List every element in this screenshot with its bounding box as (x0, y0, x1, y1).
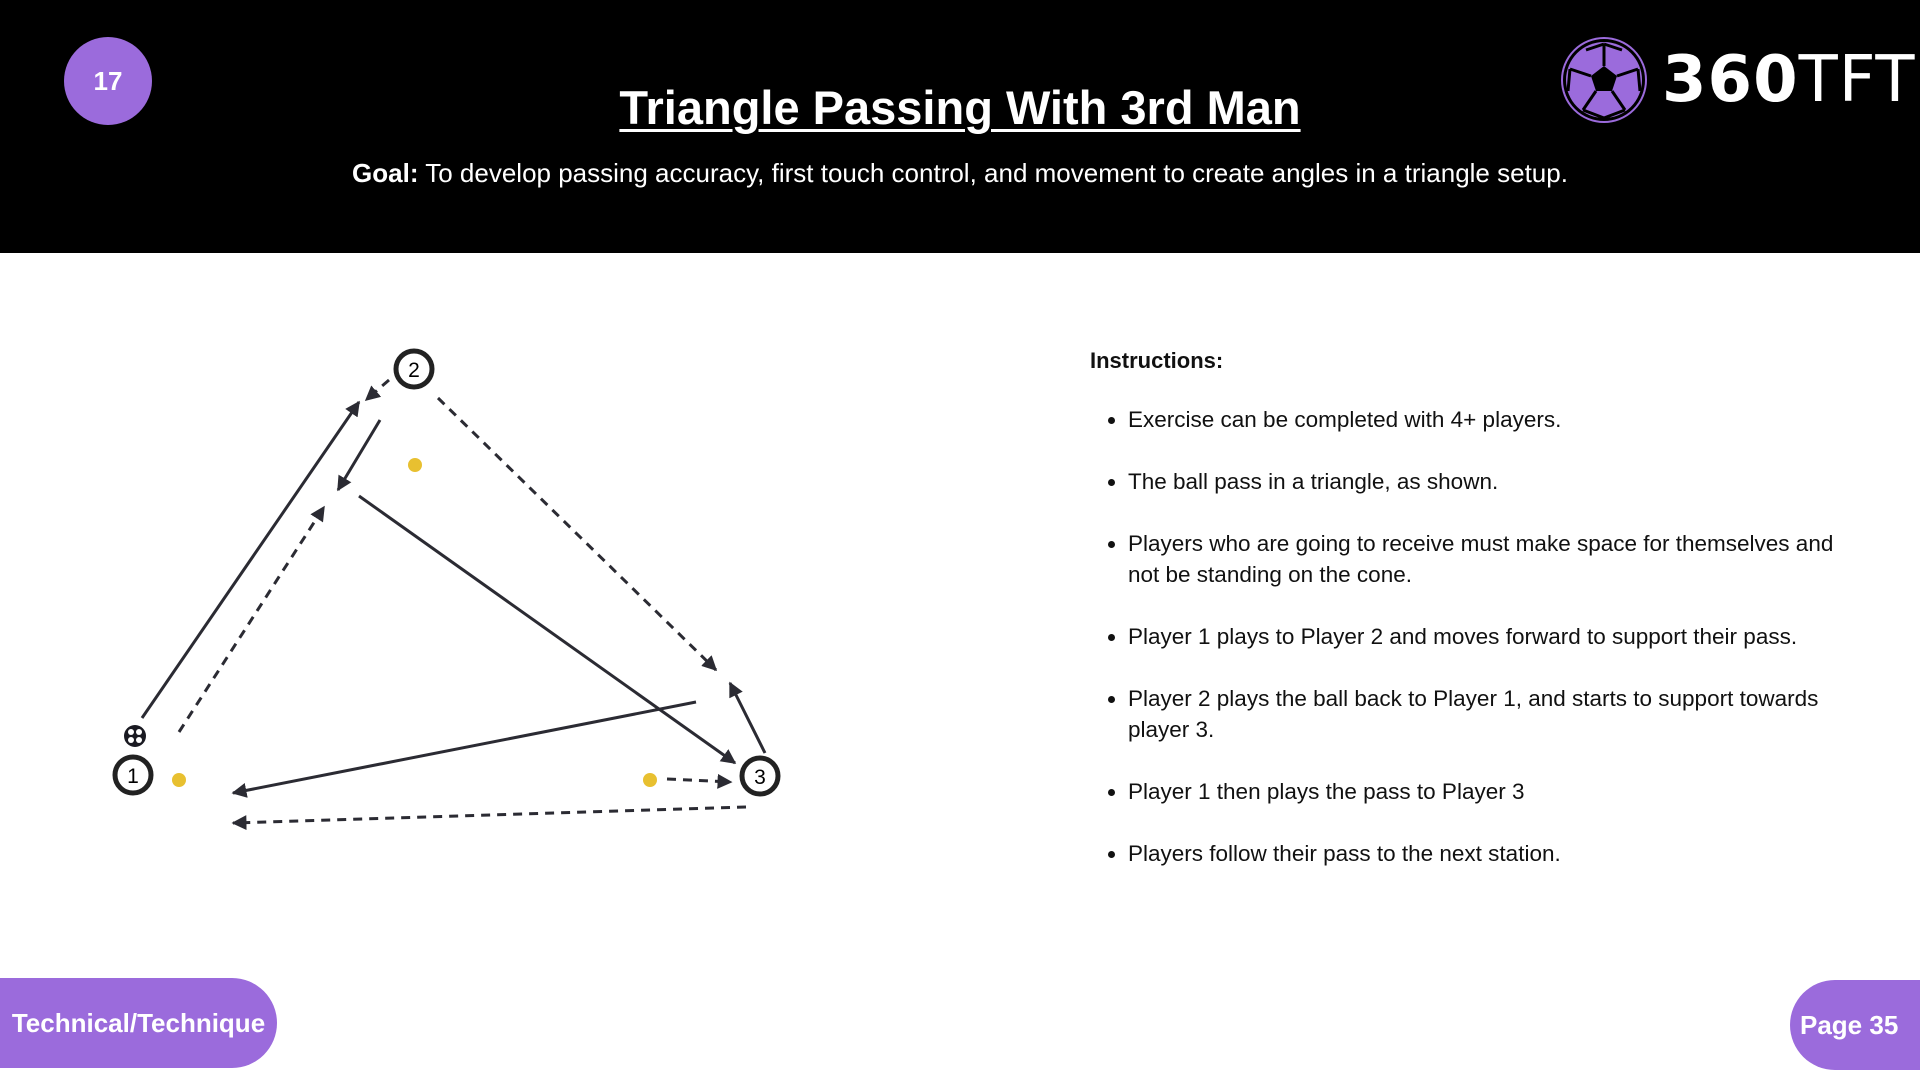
player-3-label: 3 (754, 766, 766, 789)
soccer-ball-icon (1561, 37, 1647, 123)
cone (408, 458, 422, 472)
pass-arrow-3-to-1 (231, 700, 697, 798)
pass-arrow-1-to-3 (358, 494, 737, 765)
header-bar: 17 Triangle Passing With 3rd Man Goal: T… (0, 0, 1920, 253)
player-1: 1 (112, 754, 154, 796)
move-arrow-1-forward (177, 505, 326, 733)
instructions-list: Exercise can be completed with 4+ player… (1090, 404, 1850, 869)
logo-text-light: TFT (1798, 43, 1916, 117)
page-number: Page 35 (1790, 980, 1920, 1070)
pass-arrow-2-to-1 (336, 419, 382, 492)
move-arrow-2 (364, 378, 390, 402)
list-item: Exercise can be completed with 4+ player… (1090, 404, 1850, 435)
list-item: Player 2 plays the ball back to Player 1… (1090, 683, 1850, 745)
player-2-label: 2 (408, 359, 420, 382)
cone (172, 773, 186, 787)
move-arrow-3-out (728, 681, 767, 754)
list-item: Players follow their pass to the next st… (1090, 838, 1850, 869)
pass-arrow-1-to-2 (140, 400, 361, 719)
player-3: 3 (739, 755, 781, 797)
goal-label: Goal: (352, 158, 419, 188)
player-2: 2 (393, 348, 435, 390)
logo: 360TFT (1560, 36, 1915, 124)
move-arrow-cone-to-3 (666, 773, 733, 789)
logo-text: 360TFT (1662, 43, 1915, 117)
session-number-badge: 17 (64, 37, 152, 125)
category-tag: Technical/Technique (0, 978, 277, 1068)
move-arrow-2-to-3 (436, 396, 718, 672)
instructions-heading: Instructions: (1090, 348, 1224, 373)
list-item: The ball pass in a triangle, as shown. (1090, 466, 1850, 497)
ball-icon (124, 725, 146, 747)
logo-text-bold: 360 (1662, 43, 1799, 117)
list-item: Player 1 then plays the pass to Player 3 (1090, 776, 1850, 807)
drill-diagram: 1 2 3 (112, 348, 781, 831)
page-title: Triangle Passing With 3rd Man (619, 81, 1301, 134)
cone (643, 773, 657, 787)
instructions-panel: Instructions: Exercise can be completed … (1090, 348, 1850, 900)
list-item: Player 1 plays to Player 2 and moves for… (1090, 621, 1850, 652)
player-1-label: 1 (127, 765, 139, 788)
list-item: Players who are going to receive must ma… (1090, 528, 1850, 590)
goal-description: To develop passing accuracy, first touch… (418, 158, 1568, 188)
goal-text: Goal: To develop passing accuracy, first… (0, 158, 1920, 189)
move-arrow-3-to-1 (231, 805, 747, 831)
